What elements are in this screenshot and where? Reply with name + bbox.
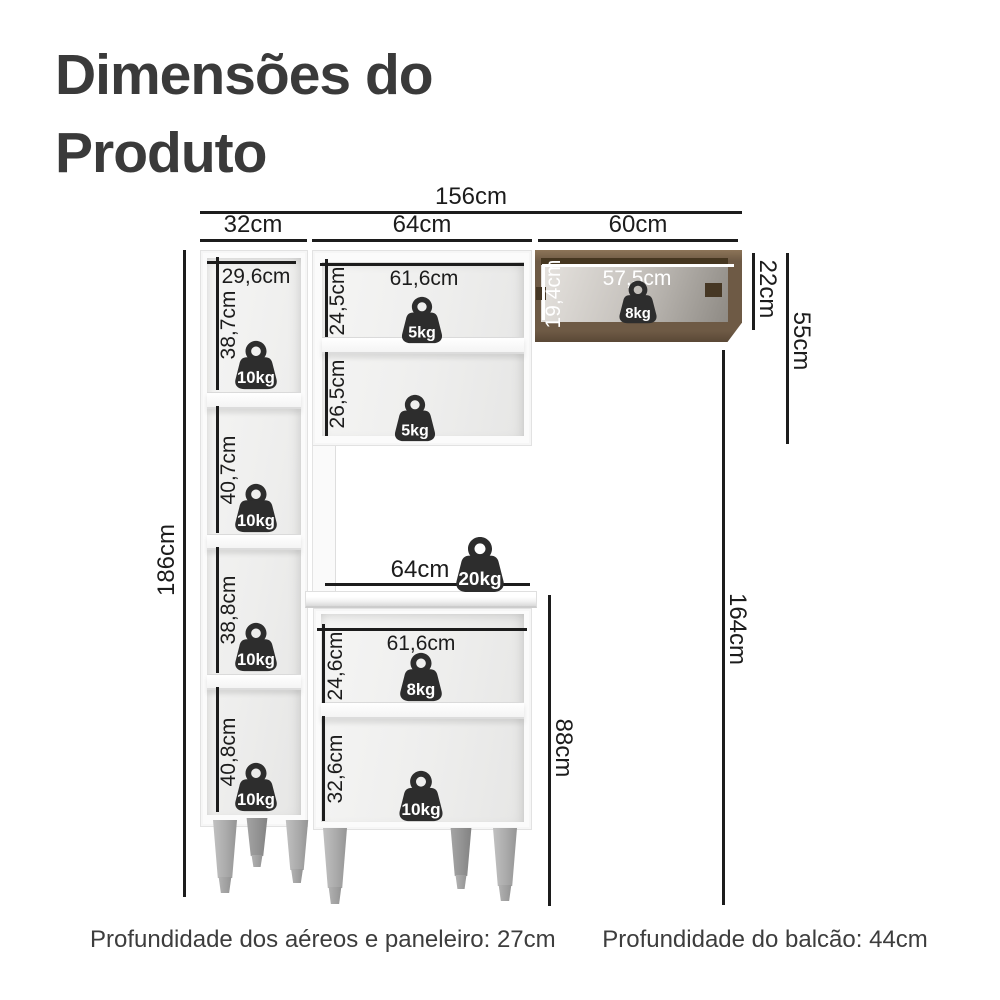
- svg-text:8kg: 8kg: [407, 681, 436, 699]
- dim-right-height-label: 164cm: [724, 592, 751, 666]
- balcony-section2-label: 32,6cm: [324, 734, 347, 804]
- dim-middle-width-label: 64cm: [392, 211, 452, 238]
- upper-cabinet-section1-label: 24,5cm: [326, 266, 349, 336]
- balcony-top: [305, 591, 537, 608]
- weight-capacity-icon: 10kg: [228, 340, 284, 390]
- balcony-section2-line: [322, 716, 325, 821]
- wood-cabinet-inner-height-line: [542, 264, 545, 320]
- dim-left-height-label: 186cm: [153, 523, 180, 597]
- svg-text:5kg: 5kg: [401, 423, 429, 440]
- balcony-width-line: [325, 583, 530, 586]
- connector-panel: [312, 446, 336, 592]
- upper-cabinet-section1-line: [325, 259, 328, 337]
- svg-text:10kg: 10kg: [237, 651, 275, 669]
- page-title: Dimensões do Produto: [55, 36, 434, 192]
- page-title-line2: Produto: [55, 121, 267, 186]
- dim-right-width-label: 60cm: [608, 211, 668, 238]
- left-cabinet-section4-line: [216, 687, 219, 812]
- balcony-section1-line: [322, 624, 325, 703]
- wood-cabinet-shelf-support: [705, 283, 722, 297]
- weight-capacity-icon: 10kg: [228, 483, 284, 533]
- weight-capacity-icon: 8kg: [613, 280, 663, 324]
- cabinet-leg: [448, 828, 474, 889]
- page-title-line1: Dimensões do: [55, 43, 434, 107]
- depth-note-aereos: Profundidade dos aéreos e paneleiro: 27c…: [90, 926, 556, 953]
- svg-text:20kg: 20kg: [458, 568, 501, 589]
- cabinet-leg: [210, 820, 240, 893]
- weight-capacity-icon: 10kg: [392, 770, 450, 822]
- left-cabinet-section3-line: [216, 547, 219, 673]
- wood-cabinet-inner-height-label: 19,4cm: [542, 259, 565, 329]
- svg-text:10kg: 10kg: [237, 791, 275, 809]
- left-cabinet-shelf-2: [207, 534, 301, 550]
- balcony-inner-width-label: 61,6cm: [386, 632, 456, 655]
- dim-upper-stack-height-line: [786, 253, 789, 444]
- upper-cabinet-inner-width-line: [320, 263, 524, 266]
- dim-right-height-line: [722, 350, 725, 905]
- cabinet-leg: [283, 820, 311, 883]
- left-cabinet-section2-line: [216, 406, 219, 533]
- weight-capacity-icon: 5kg: [395, 296, 449, 344]
- left-cabinet-inner-width-line: [207, 261, 296, 264]
- weight-capacity-icon: 8kg: [393, 652, 449, 702]
- dim-balcony-height-label: 88cm: [550, 718, 577, 778]
- left-cabinet-shelf-1: [207, 392, 301, 409]
- depth-note-balcao: Profundidade do balcão: 44cm: [602, 926, 928, 953]
- svg-text:10kg: 10kg: [237, 369, 275, 387]
- dim-right-width-line: [538, 239, 738, 242]
- balcony-width-label: 64cm: [390, 556, 450, 583]
- dim-left-width-line: [200, 239, 307, 242]
- svg-text:10kg: 10kg: [237, 512, 275, 530]
- cabinet-leg: [490, 828, 520, 901]
- dim-balcony-height-line: [548, 595, 551, 906]
- weight-capacity-icon: 5kg: [388, 394, 442, 442]
- dim-wood-height-label: 22cm: [754, 259, 781, 319]
- cabinet-leg: [320, 828, 350, 904]
- balcony-shelf: [321, 702, 524, 719]
- dim-total-width-label: 156cm: [434, 183, 508, 210]
- left-cabinet-shelf-3: [207, 674, 301, 690]
- balcony-inner-width-line: [317, 628, 527, 631]
- left-cabinet-section1-line: [216, 257, 219, 390]
- upper-cabinet-section2-line: [325, 352, 328, 436]
- cabinet-leg: [244, 818, 270, 867]
- dim-middle-width-line: [312, 239, 532, 242]
- upper-cabinet-section2-label: 26,5cm: [326, 359, 349, 429]
- dim-left-width-label: 32cm: [223, 211, 283, 238]
- dim-upper-stack-height-label: 55cm: [788, 311, 815, 371]
- svg-text:8kg: 8kg: [625, 306, 651, 322]
- weight-capacity-icon: 20kg: [448, 536, 512, 593]
- wood-cabinet-inner-width-label: 57,5cm: [602, 267, 672, 290]
- left-cabinet-inner-width-label: 29,6cm: [221, 265, 291, 288]
- dim-total-width-line: [200, 211, 742, 214]
- svg-text:10kg: 10kg: [401, 800, 440, 819]
- weight-capacity-icon: 10kg: [228, 762, 284, 812]
- upper-cabinet-inner-width-label: 61,6cm: [389, 267, 459, 290]
- wood-cabinet-inner-width-line: [542, 264, 734, 267]
- weight-capacity-icon: 10kg: [228, 622, 284, 672]
- svg-text:5kg: 5kg: [408, 325, 436, 342]
- balcony-section1-label: 24,6cm: [324, 631, 347, 701]
- dim-wood-height-line: [752, 253, 755, 330]
- wood-cabinet-shelf-support: [536, 287, 546, 300]
- dim-left-height-line: [183, 250, 186, 897]
